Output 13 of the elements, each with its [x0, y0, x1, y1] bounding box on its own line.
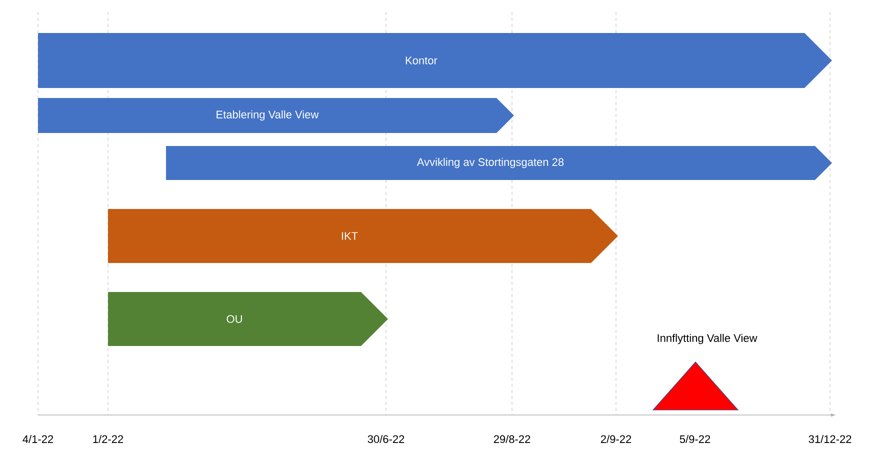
date-label: 5/9-22	[680, 434, 710, 444]
date-label: 30/6-22	[368, 434, 404, 444]
date-label: 4/1-22	[22, 434, 54, 444]
milestone-label: Innflytting Valle View	[658, 334, 758, 344]
date-label: 2/9-22	[600, 434, 632, 444]
task-bar: Avvikling av Stortingsgaten 28	[166, 146, 832, 180]
task-bar: IKT	[108, 209, 618, 263]
task-bar: Etablering Valle View	[38, 98, 514, 133]
date-label: 1/2-22	[93, 434, 124, 444]
task-bar: OU	[108, 292, 388, 346]
date-label: 31/12-22	[808, 434, 852, 444]
task-bar: Kontor	[38, 33, 832, 88]
date-label: 29/8-22	[494, 434, 530, 444]
